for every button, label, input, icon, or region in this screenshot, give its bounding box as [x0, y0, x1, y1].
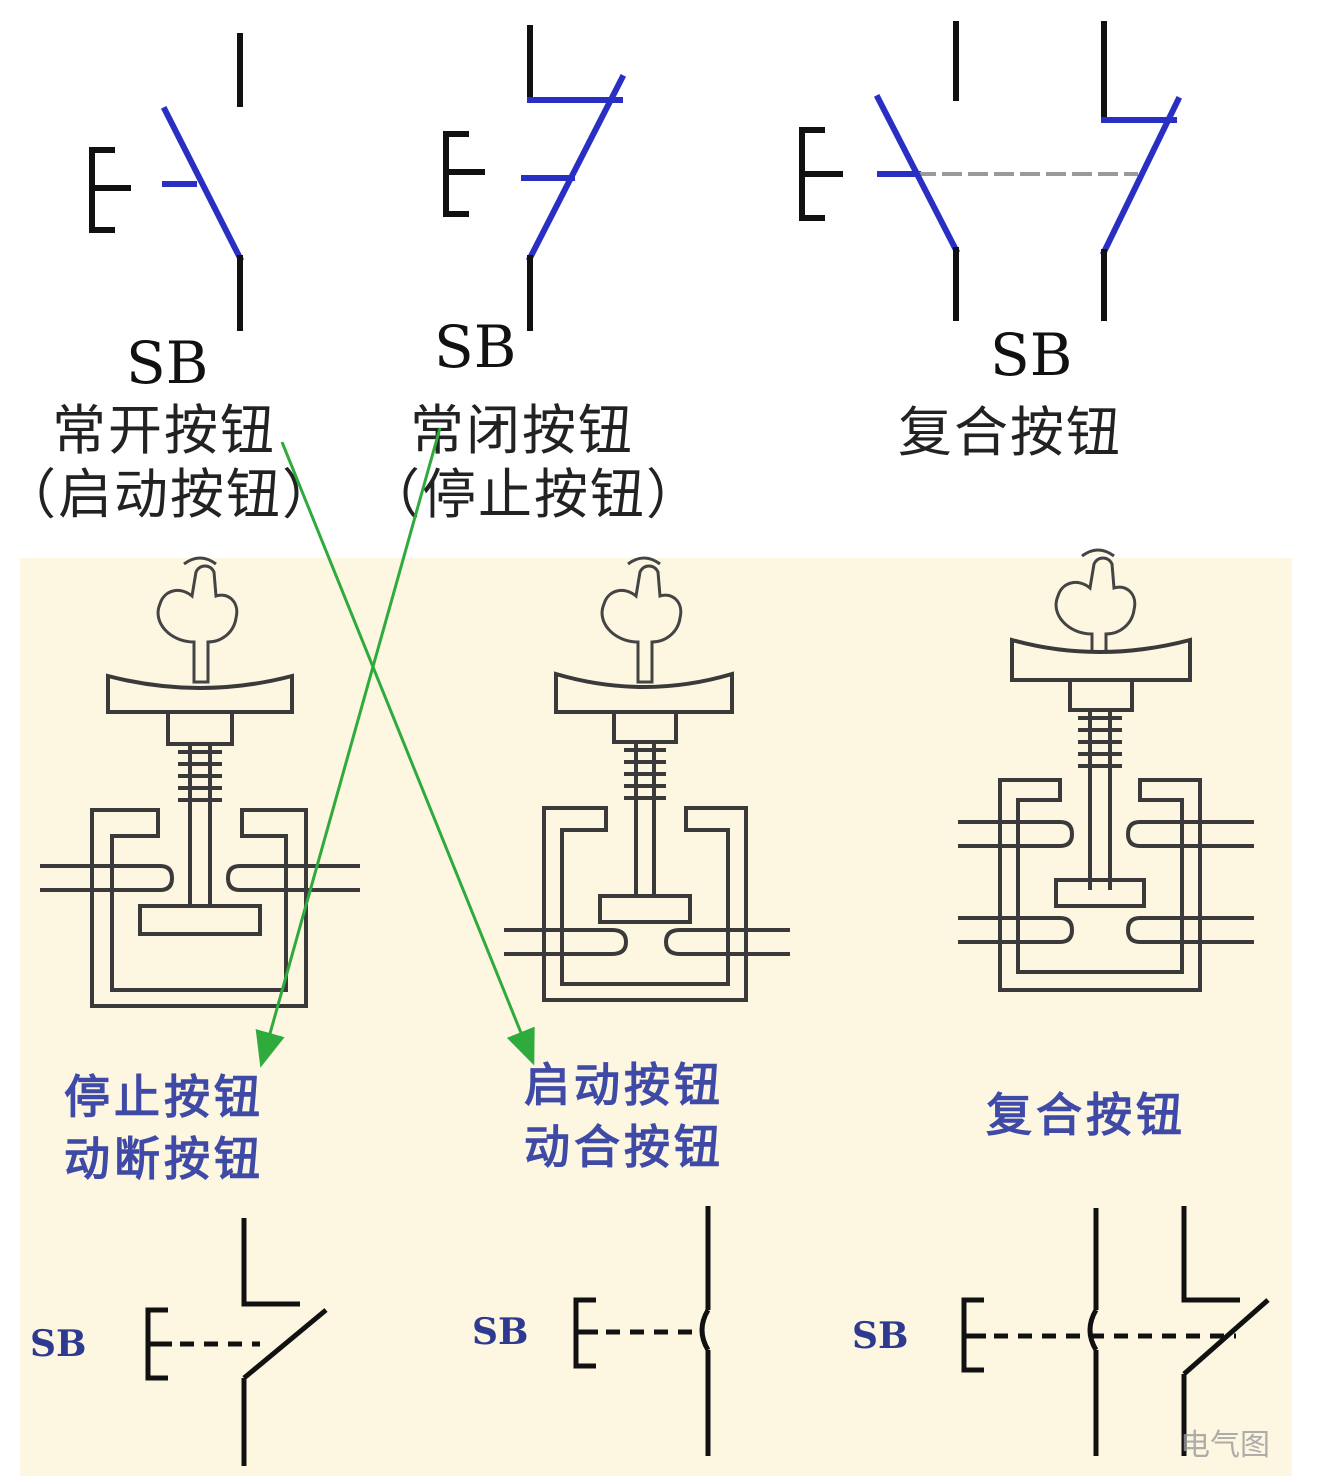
- bottom-label-3-line1: 复合按钮: [986, 1088, 1186, 1142]
- no-contact-blade: [873, 93, 961, 255]
- top-sub-label-1: （启动按钮）: [2, 463, 338, 526]
- push-actuator-e: [89, 147, 131, 233]
- bottom-sb-label-1: SB: [30, 1323, 87, 1365]
- top-name-label-2: 常闭按钮: [410, 399, 634, 462]
- watermark: 电气图: [1180, 1428, 1270, 1463]
- push-actuator-e: [443, 131, 485, 217]
- button-cap: [554, 671, 734, 714]
- bottom-label-2-line2: 动合按钮: [524, 1120, 724, 1175]
- normally-closed-symbol: [443, 25, 627, 331]
- static-contact-lower-left: [958, 916, 1075, 944]
- bottom-label-3: 复合按钮: [986, 1084, 1186, 1146]
- closed-contact-blade: [525, 73, 627, 263]
- bottom-compound-symbol: [961, 1206, 1270, 1456]
- static-contact-lower-right: [1125, 916, 1254, 944]
- bottom-no-symbol: [573, 1206, 711, 1456]
- bottom-label-2: 启动按钮 动合按钮: [524, 1054, 724, 1178]
- bottom-label-1-line2: 动断按钮: [64, 1132, 264, 1187]
- top-name-label-1: 常开按钮: [52, 399, 276, 462]
- arrow-start-to-no: [280, 441, 535, 1066]
- stem-collar: [1068, 678, 1134, 712]
- top-sb-label-3: SB: [990, 321, 1073, 389]
- top-symbols: [89, 21, 1183, 331]
- compound-button-mechanism: [958, 548, 1254, 992]
- open-contact-blade: [160, 105, 245, 263]
- outer-frame: [90, 808, 308, 1008]
- spring: [178, 750, 222, 802]
- top-name-label-3: 复合按钮: [898, 401, 1122, 464]
- arrow-stop-to-nc: [255, 427, 442, 1068]
- stem-collar: [166, 710, 234, 746]
- movable-contact: [138, 904, 262, 936]
- static-contact-left: [504, 928, 629, 956]
- bottom-label-1: 停止按钮 动断按钮: [64, 1066, 264, 1190]
- bottom-sb-label-2: SB: [472, 1311, 529, 1353]
- finger-press-icon: [156, 556, 239, 684]
- normally-open-symbol: [89, 33, 245, 331]
- spring: [1078, 716, 1122, 768]
- finger-press-icon: [600, 556, 683, 684]
- static-contact-upper-right: [1125, 820, 1254, 848]
- static-contact-left: [40, 864, 175, 892]
- outer-frame: [542, 806, 748, 1002]
- spring: [624, 748, 666, 800]
- bottom-label-2-line1: 启动按钮: [524, 1058, 724, 1112]
- bottom-sb-label-3: SB: [852, 1315, 909, 1357]
- stem-collar: [612, 710, 678, 744]
- movable-contact: [598, 894, 692, 924]
- top-sb-label-1: SB: [126, 329, 209, 397]
- button-cap: [1010, 637, 1192, 682]
- no-button-mechanism: [504, 556, 790, 1002]
- push-actuator-e: [799, 127, 843, 221]
- bottom-nc-symbol: [145, 1218, 328, 1466]
- outer-frame: [998, 778, 1202, 992]
- static-contact-right: [225, 864, 360, 892]
- static-contact-upper-left: [958, 820, 1075, 848]
- nc-button-mechanism: [40, 556, 360, 1008]
- top-sb-label-2: SB: [434, 313, 517, 381]
- button-cap: [106, 673, 294, 714]
- movable-contact: [1054, 878, 1146, 908]
- bottom-label-1-line1: 停止按钮: [64, 1070, 264, 1124]
- static-contact-right: [663, 928, 790, 956]
- nc-contact-blade: [1099, 95, 1183, 257]
- compound-symbol: [799, 21, 1183, 321]
